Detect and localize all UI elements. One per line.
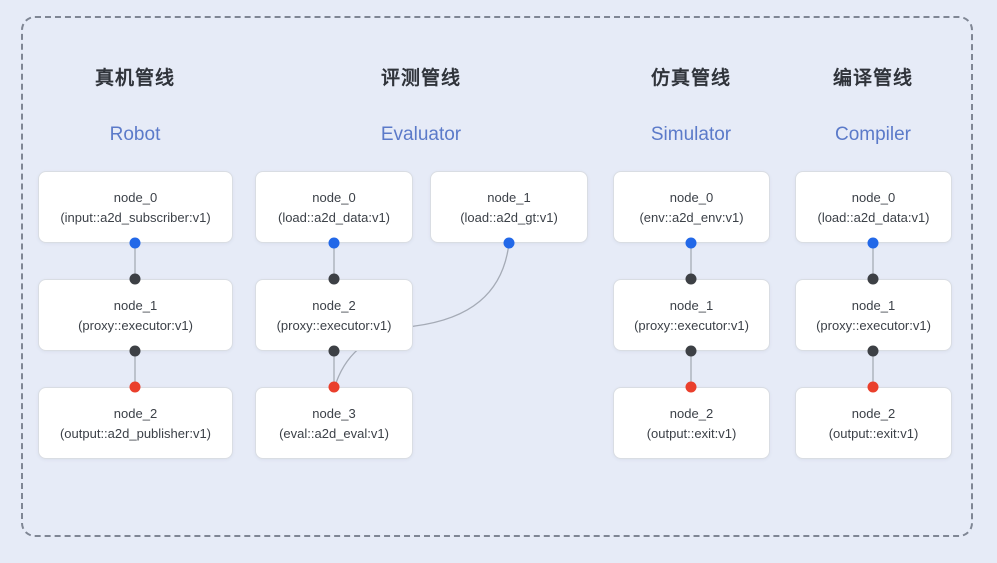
simulator-n2-input-port[interactable]: [685, 381, 697, 393]
node-type: (load::a2d_data:v1): [277, 209, 391, 225]
robot-n1-output-port[interactable]: [129, 345, 141, 357]
node-name: node_2: [851, 405, 896, 421]
robot-n1-input-port[interactable]: [129, 273, 141, 285]
robot-n2-input-port[interactable]: [129, 381, 141, 393]
node-type: (input::a2d_subscriber:v1): [60, 209, 211, 225]
node-name: node_1: [487, 189, 531, 205]
node-name: node_1: [113, 297, 158, 313]
title-en-compiler: Compiler: [834, 124, 912, 145]
compiler-n2-input-port[interactable]: [867, 381, 879, 393]
evaluator-node-3[interactable]: node_3 (eval::a2d_eval:v1): [255, 387, 413, 459]
title-zh-evaluator: 评测管线: [380, 68, 462, 89]
title-en-evaluator: Evaluator: [380, 124, 462, 145]
node-type: (load::a2d_gt:v1): [460, 209, 558, 225]
robot-node-0[interactable]: node_0 (input::a2d_subscriber:v1): [38, 171, 233, 243]
node-name: node_0: [312, 189, 356, 205]
title-en-robot: Robot: [109, 124, 161, 145]
node-type: (proxy::executor:v1): [276, 317, 392, 333]
node-name: node_2: [113, 405, 158, 421]
simulator-node-2[interactable]: node_2 (output::exit:v1): [613, 387, 770, 459]
node-name: node_0: [669, 189, 714, 205]
node-name: node_0: [851, 189, 896, 205]
node-type: (eval::a2d_eval:v1): [279, 425, 389, 441]
simulator-node-1[interactable]: node_1 (proxy::executor:v1): [613, 279, 770, 351]
title-zh-simulator: 仿真管线: [650, 68, 732, 89]
robot-node-2[interactable]: node_2 (output::a2d_publisher:v1): [38, 387, 233, 459]
evaluator-n2-input-port[interactable]: [328, 273, 340, 285]
node-type: (output::exit:v1): [646, 425, 737, 441]
node-type: (env::a2d_env:v1): [639, 209, 744, 225]
simulator-node-0[interactable]: node_0 (env::a2d_env:v1): [613, 171, 770, 243]
robot-node-1[interactable]: node_1 (proxy::executor:v1): [38, 279, 233, 351]
dashed-container-frame: [21, 16, 973, 537]
compiler-n0-output-port[interactable]: [867, 237, 879, 249]
compiler-node-2[interactable]: node_2 (output::exit:v1): [795, 387, 952, 459]
compiler-n1-input-port[interactable]: [867, 273, 879, 285]
node-name: node_1: [851, 297, 896, 313]
title-en-simulator: Simulator: [650, 124, 732, 145]
node-type: (proxy::executor:v1): [78, 317, 193, 333]
evaluator-node-2[interactable]: node_2 (proxy::executor:v1): [255, 279, 413, 351]
compiler-n1-output-port[interactable]: [867, 345, 879, 357]
node-name: node_2: [669, 405, 714, 421]
compiler-node-0[interactable]: node_0 (load::a2d_data:v1): [795, 171, 952, 243]
simulator-n0-output-port[interactable]: [685, 237, 697, 249]
evaluator-n0-output-port[interactable]: [328, 237, 340, 249]
node-name: node_2: [312, 297, 356, 313]
node-type: (load::a2d_data:v1): [817, 209, 930, 225]
simulator-n1-output-port[interactable]: [685, 345, 697, 357]
node-name: node_3: [312, 405, 356, 421]
robot-n0-output-port[interactable]: [129, 237, 141, 249]
evaluator-n1-output-port[interactable]: [503, 237, 515, 249]
node-type: (output::exit:v1): [828, 425, 919, 441]
title-zh-robot: 真机管线: [94, 68, 176, 89]
evaluator-n3-input-port[interactable]: [328, 381, 340, 393]
node-type: (output::a2d_publisher:v1): [59, 425, 212, 441]
compiler-node-1[interactable]: node_1 (proxy::executor:v1): [795, 279, 952, 351]
simulator-n1-input-port[interactable]: [685, 273, 697, 285]
evaluator-node-0[interactable]: node_0 (load::a2d_data:v1): [255, 171, 413, 243]
edge-eval-n1-n3: [335, 242, 510, 384]
node-type: (proxy::executor:v1): [816, 317, 931, 333]
node-type: (proxy::executor:v1): [634, 317, 749, 333]
node-name: node_0: [113, 189, 158, 205]
evaluator-n2-output-port[interactable]: [328, 345, 340, 357]
title-zh-compiler: 编译管线: [832, 68, 914, 89]
evaluator-node-1[interactable]: node_1 (load::a2d_gt:v1): [430, 171, 588, 243]
node-name: node_1: [669, 297, 714, 313]
